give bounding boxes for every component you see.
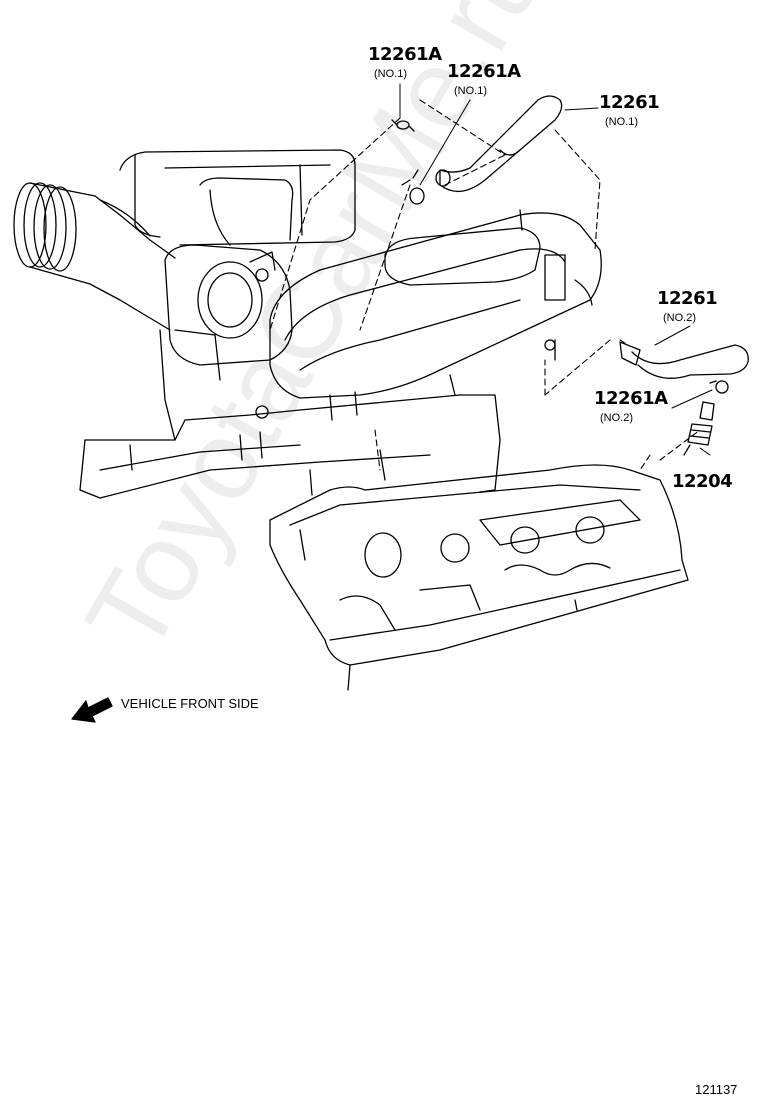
callout-part-12261A-no2: 12261A	[594, 388, 668, 409]
hose-clamp-no2	[709, 380, 729, 394]
callout-sub-12261A-no1-b: (NO.1)	[454, 85, 487, 97]
callout-part-12261-no2: 12261	[657, 288, 718, 309]
hose-clamp-no1-b	[401, 169, 425, 205]
callout-part-12261A-no1-a: 12261A	[368, 44, 442, 65]
air-intake-duct	[13, 182, 176, 331]
pcv-hose-no1	[435, 95, 563, 192]
diagram-id: 121137	[695, 1082, 738, 1097]
callout-part-12261-no1: 12261	[599, 92, 660, 113]
vehicle-front-side-label: VEHICLE FRONT SIDE	[121, 696, 259, 711]
air-cleaner-box	[119, 149, 356, 246]
callout-sub-12261A-no1-a: (NO.1)	[374, 68, 407, 80]
throttle-body	[164, 244, 293, 366]
vehicle-front-arrow-icon	[71, 697, 113, 723]
callout-part-12261A-no1-b: 12261A	[447, 61, 521, 82]
callout-sub-12261-no2: (NO.2)	[663, 312, 696, 324]
pcv-valve	[683, 401, 715, 456]
hose-clamp-no1-a	[391, 119, 415, 132]
cylinder-head-cover	[269, 464, 689, 691]
callout-sub-12261-no1: (NO.1)	[605, 116, 638, 128]
callout-part-12204: 12204	[672, 471, 733, 492]
callout-sub-12261A-no2: (NO.2)	[600, 412, 633, 424]
engine-block	[79, 329, 501, 499]
assembly-lines	[269, 99, 701, 471]
pcv-hose-no2	[619, 341, 749, 379]
intake-manifold	[269, 209, 602, 421]
leader-lines	[399, 83, 713, 456]
